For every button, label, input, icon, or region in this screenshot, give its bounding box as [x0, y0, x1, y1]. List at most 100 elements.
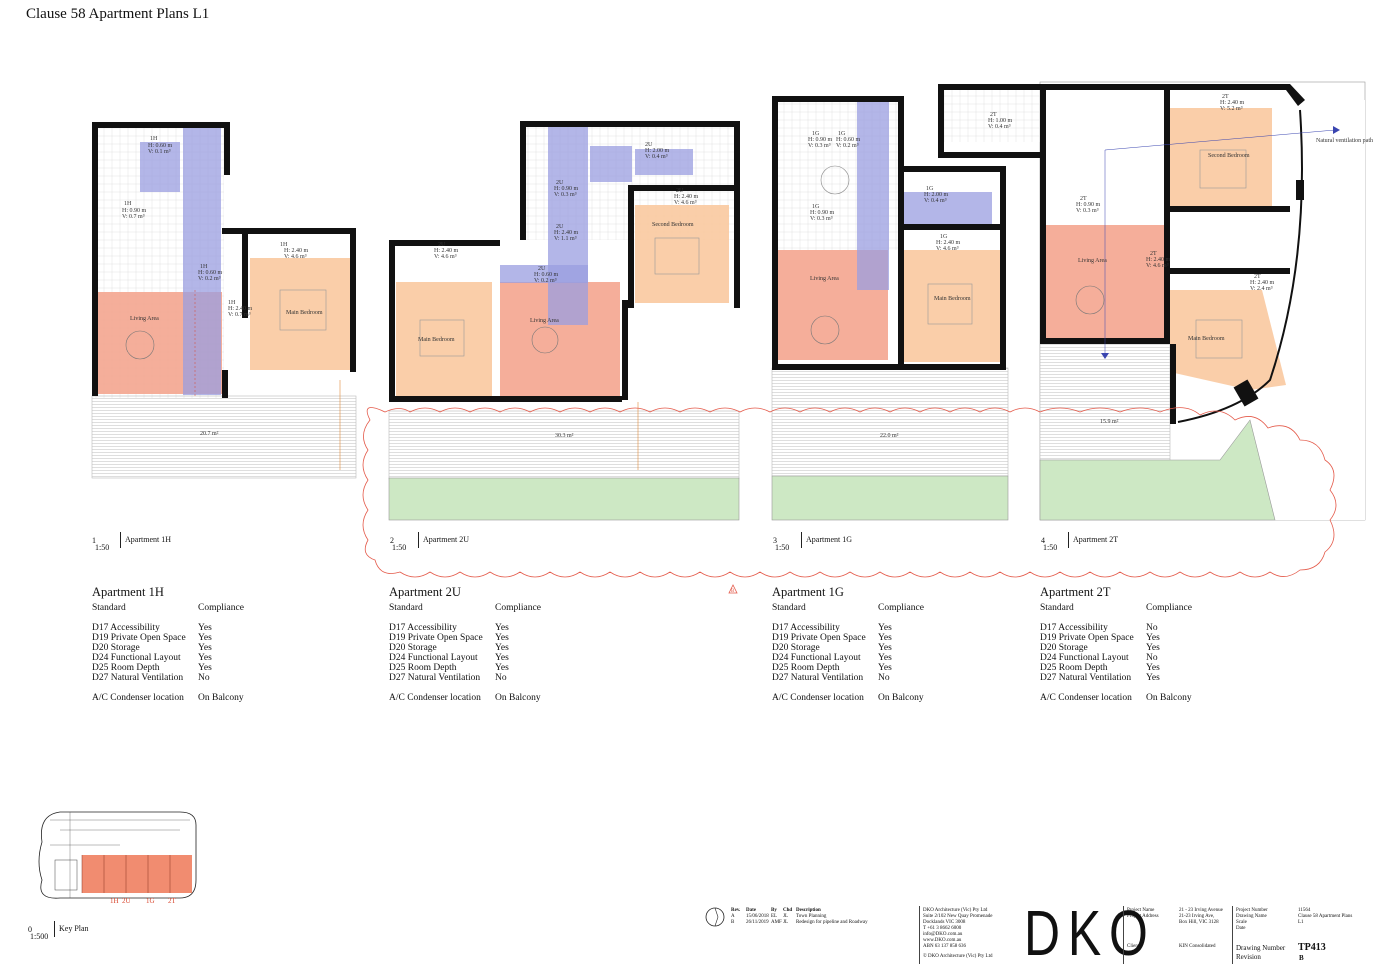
- svg-text:15.9 m²: 15.9 m²: [1100, 419, 1119, 425]
- header-compliance: Compliance: [198, 603, 244, 613]
- svg-text:V: 0.4 m³: V: 0.4 m³: [924, 198, 947, 204]
- svg-text:V: 4.6 m³: V: 4.6 m³: [1146, 263, 1169, 269]
- svg-text:H: 2.40 m: H: 2.40 m: [284, 248, 309, 254]
- revision-label: Revision: [1236, 953, 1261, 961]
- plan-3-title: Apartment 1G: [806, 535, 852, 544]
- plan-4-title: Apartment 2T: [1073, 535, 1119, 544]
- svg-text:V: 0.3 m³: V: 0.3 m³: [554, 192, 577, 198]
- by-col: By: [771, 908, 777, 913]
- condenser-value: On Balcony: [495, 693, 541, 703]
- svg-text:H: 0.90 m: H: 0.90 m: [1076, 202, 1101, 208]
- rev-chd: JL: [783, 914, 788, 919]
- garden-1g: [771, 475, 1009, 521]
- drawing-name-label: Drawing Name: [1236, 914, 1267, 919]
- svg-text:22.0 m²: 22.0 m²: [880, 433, 899, 439]
- office-details: DKO Architecture (Vic) Pty Ltd Suite 2/1…: [923, 908, 992, 960]
- header-compliance: Compliance: [495, 603, 541, 613]
- svg-text:2U: 2U: [438, 242, 446, 248]
- svg-text:V: 0.2 m³: V: 0.2 m³: [198, 276, 221, 282]
- svg-text:V: 0.1 m³: V: 0.1 m³: [148, 149, 171, 155]
- office-line: www.DKO.com.au: [923, 938, 962, 943]
- compliance-value: Yes: [878, 663, 892, 673]
- chd-col: Chd: [783, 908, 793, 913]
- svg-text:V: 1.1 m³: V: 1.1 m³: [554, 236, 577, 242]
- header-standard: Standard: [772, 603, 806, 613]
- standard-label: D24 Functional Layout: [1040, 653, 1129, 663]
- standard-label: D25 Room Depth: [772, 663, 840, 673]
- project-address-label: Project Address: [1127, 914, 1159, 919]
- svg-text:H: 0.60 m: H: 0.60 m: [198, 270, 223, 276]
- svg-text:V: 0.7 m³: V: 0.7 m³: [228, 312, 251, 318]
- svg-text:2T: 2T: [1080, 196, 1087, 202]
- storage-1h-b: [140, 142, 180, 192]
- office-line: ABN 63 137 858 636: [923, 944, 967, 949]
- compliance-value: Yes: [198, 643, 212, 653]
- compliance-value: Yes: [495, 663, 509, 673]
- key-plan-number: 0: [28, 925, 32, 934]
- svg-text:V: 4.6 m³: V: 4.6 m³: [284, 254, 307, 260]
- revision-cloud: [362, 407, 1337, 578]
- svg-text:1H: 1H: [150, 136, 158, 142]
- header-compliance: Compliance: [878, 603, 924, 613]
- compliance-value: Yes: [495, 633, 509, 643]
- compliance-value: No: [198, 673, 210, 683]
- scale-label: Scale: [1236, 920, 1247, 925]
- svg-text:H: 0.90 m: H: 0.90 m: [554, 186, 579, 192]
- compliance-value: Yes: [878, 623, 892, 633]
- standard-label: D17 Accessibility: [92, 623, 160, 633]
- drawing-level: L1: [1298, 920, 1304, 925]
- plan-apartment-1h: 20.7 m² Living Area Main Bedroom 1H H: 0.…: [91, 122, 357, 479]
- meta-values: 11564 Clause 58 Apartment Plans L1: [1298, 908, 1352, 926]
- svg-text:Main Bedroom: Main Bedroom: [418, 337, 455, 343]
- date-label: Date: [1236, 926, 1246, 931]
- svg-text:Main Bedroom: Main Bedroom: [286, 310, 323, 316]
- svg-text:1H: 1H: [280, 242, 288, 248]
- garden-2t: [1039, 419, 1276, 521]
- svg-text:Living Area: Living Area: [530, 318, 559, 324]
- project-number-label: Project Number: [1236, 908, 1268, 913]
- key-label-2u: 2U: [122, 897, 131, 905]
- svg-text:H: 0.60 m: H: 0.60 m: [534, 272, 559, 278]
- svg-text:Living Area: Living Area: [130, 316, 159, 322]
- svg-text:20.7 m²: 20.7 m²: [200, 431, 219, 437]
- office-line: info@DKO.com.au: [923, 932, 963, 937]
- plan-4-number: 4: [1041, 536, 1045, 545]
- sheet-title: Clause 58 Apartment Plans L1: [26, 6, 210, 22]
- second-bedroom-2t: [1170, 108, 1272, 206]
- project-address-2: Box Hill, VIC 3128: [1179, 920, 1219, 925]
- svg-text:Second Bedroom: Second Bedroom: [652, 222, 694, 228]
- key-plan-title: Key Plan: [59, 924, 89, 933]
- svg-text:V: 5.2 m³: V: 5.2 m³: [1220, 106, 1243, 112]
- compliance-value: No: [1146, 653, 1158, 663]
- svg-text:1G: 1G: [940, 234, 948, 240]
- plan-2-title: Apartment 2U: [423, 535, 469, 544]
- header-compliance: Compliance: [1146, 603, 1192, 613]
- compliance-value: Yes: [878, 633, 892, 643]
- standard-label: D20 Storage: [389, 643, 437, 653]
- project-number: 11564: [1298, 908, 1311, 913]
- svg-text:1G: 1G: [926, 186, 934, 192]
- date-col: Date: [746, 908, 756, 913]
- svg-text:H: 2.00 m: H: 2.00 m: [924, 192, 949, 198]
- standard-label: D27 Natural Ventilation: [772, 673, 864, 683]
- meta-labels: Project Number Drawing Name Scale Date: [1236, 908, 1268, 932]
- garden-2u: [388, 477, 740, 521]
- dko-logo: DKO: [1024, 897, 1156, 969]
- schedule-title: Apartment 1H: [92, 585, 164, 599]
- plan-1-number: 1: [92, 536, 96, 545]
- standard-label: D19 Private Open Space: [772, 633, 866, 643]
- rev-date: 15/06/2018: [746, 914, 769, 919]
- svg-text:1G: 1G: [838, 131, 846, 137]
- svg-text:H: 1.00 m: H: 1.00 m: [988, 118, 1013, 124]
- svg-text:Living Area: Living Area: [810, 276, 839, 282]
- main-bedroom-1g: [904, 250, 1000, 362]
- revision-table: Rev. Date By Chd Description A 15/06/201…: [731, 908, 868, 926]
- standard-label: D27 Natural Ventilation: [92, 673, 184, 683]
- svg-text:V: 0.4 m³: V: 0.4 m³: [988, 124, 1011, 130]
- compliance-value: Yes: [1146, 633, 1160, 643]
- svg-text:V: 0.4 m³: V: 0.4 m³: [645, 154, 668, 160]
- svg-text:1H: 1H: [124, 201, 132, 207]
- storage-1h-a: [183, 125, 221, 395]
- rev-chd: JL: [783, 920, 788, 925]
